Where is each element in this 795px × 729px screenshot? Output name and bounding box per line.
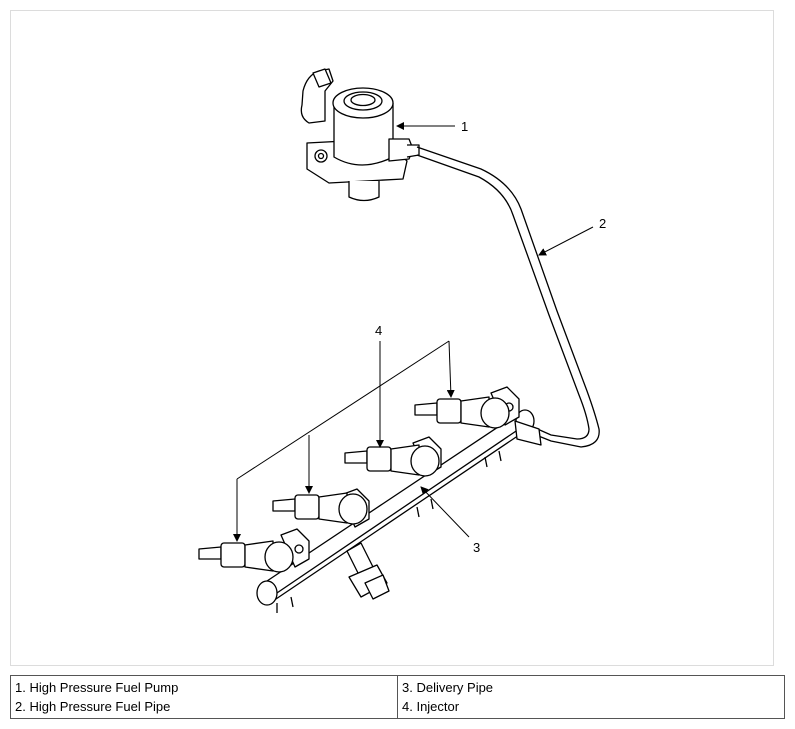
legend-table: 1. High Pressure Fuel Pump 2. High Press… — [10, 675, 785, 719]
injector-4 — [414, 396, 510, 429]
legend-item-4: 4. Injector — [402, 699, 460, 714]
delivery-pipe — [256, 386, 542, 613]
leader-line-2 — [538, 226, 594, 256]
leader-lines-4 — [233, 340, 455, 542]
fuel-system-diagram: 1 2 3 4 — [198, 68, 606, 613]
callout-1: 1 — [461, 119, 468, 134]
callout-4: 4 — [375, 323, 382, 338]
callout-3: 3 — [473, 540, 480, 555]
legend-item-1: 1. High Pressure Fuel Pump — [15, 680, 179, 695]
injector-3 — [344, 444, 440, 477]
leader-lines — [233, 122, 594, 542]
high-pressure-fuel-pipe — [416, 146, 600, 448]
legend-cell-left: 1. High Pressure Fuel Pump 2. High Press… — [10, 675, 398, 719]
high-pressure-fuel-pump — [300, 68, 420, 202]
legend-item-3: 3. Delivery Pipe — [402, 680, 494, 695]
legend-cell-right: 3. Delivery Pipe 4. Injector — [397, 675, 785, 719]
diagram-frame: 1 2 3 4 — [10, 10, 774, 666]
leader-line-3 — [420, 486, 470, 538]
injector-2 — [272, 492, 368, 525]
callout-2: 2 — [599, 216, 606, 231]
injector-1 — [198, 540, 294, 573]
legend-item-2: 2. High Pressure Fuel Pipe — [15, 699, 171, 714]
